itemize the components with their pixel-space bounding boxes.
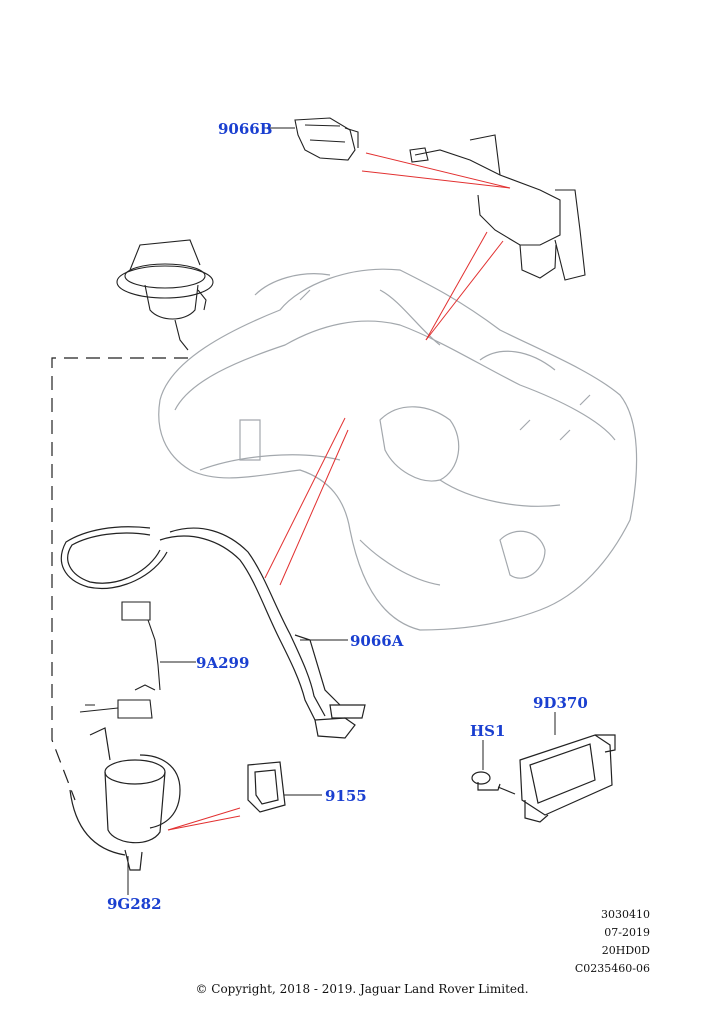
callout-9066b[interactable]: 9066B — [218, 120, 273, 138]
pump-module-9g282 — [69, 727, 181, 871]
copyright-notice: © Copyright, 2018 - 2019. Jaguar Land Ro… — [195, 982, 529, 996]
callout-hs1[interactable]: HS1 — [470, 722, 506, 740]
callout-9066a[interactable]: 9066A — [350, 632, 404, 650]
reference-code: C0235460-06 — [574, 962, 650, 975]
pump-assembly-top — [116, 239, 214, 351]
reference-number: 3030410 — [601, 908, 650, 921]
harness-9066a — [60, 526, 366, 739]
reference-date: 07-2019 — [604, 926, 650, 939]
fuel-tank — [158, 268, 638, 631]
screw-hs1 — [471, 771, 516, 795]
callout-9d370[interactable]: 9D370 — [533, 694, 588, 712]
reference-block: 3030410 07-2019 20HD0D C0235460-06 — [572, 906, 650, 978]
callout-9a299[interactable]: 9A299 — [196, 654, 250, 672]
dashed-connector — [51, 357, 188, 801]
reference-model: 20HD0D — [601, 944, 650, 957]
valve-assembly-top-right — [409, 134, 586, 281]
control-module-9d370 — [519, 734, 616, 823]
bracket-9155 — [247, 761, 286, 813]
vent-valve-9066b — [294, 117, 359, 161]
level-sensor-9a299 — [79, 601, 161, 719]
callout-9g282[interactable]: 9G282 — [107, 895, 162, 913]
callout-9155[interactable]: 9155 — [325, 787, 367, 805]
red-leaders — [167, 152, 511, 831]
